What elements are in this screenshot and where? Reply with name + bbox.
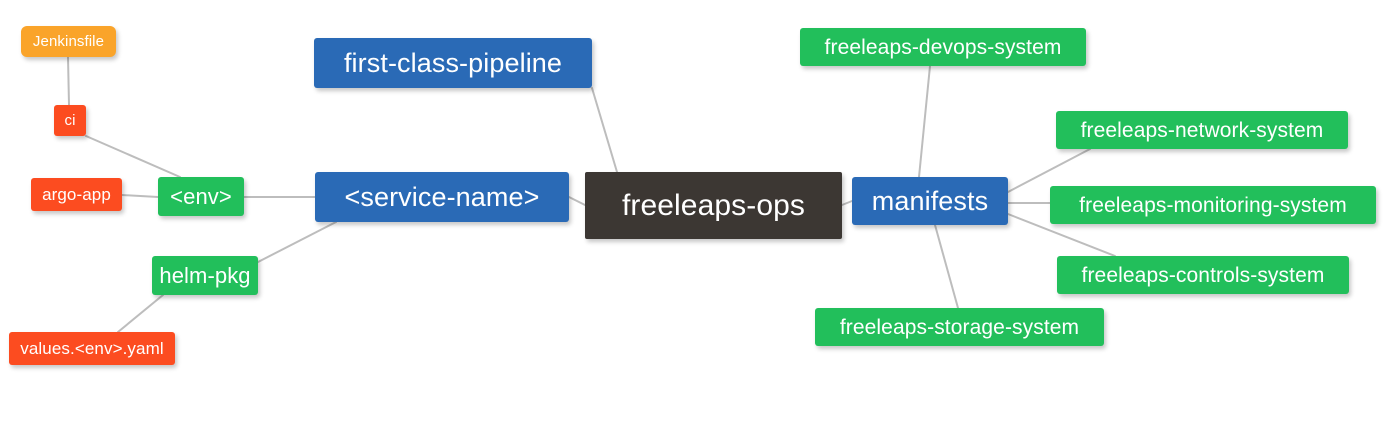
edge-ci-to-jenkinsfile (67, 56, 70, 106)
edge-freeleaps-ops-to-manifests (841, 200, 853, 206)
edge-service-name-to-helm-pkg (257, 221, 337, 263)
edge-env-to-argo-app (121, 194, 159, 198)
node-jenkinsfile[interactable]: Jenkinsfile (21, 26, 116, 57)
node-helm-pkg[interactable]: helm-pkg (152, 256, 258, 295)
edge-manifests-to-freeleaps-storage-system (934, 224, 959, 309)
node-first-class-pipeline[interactable]: first-class-pipeline (314, 38, 592, 88)
node-manifests[interactable]: manifests (852, 177, 1008, 225)
edge-manifests-to-freeleaps-devops-system (918, 65, 931, 178)
edge-freeleaps-ops-to-first-class-pipeline (591, 87, 618, 173)
node-argo-app[interactable]: argo-app (31, 178, 122, 211)
node-freeleaps-network-system[interactable]: freeleaps-network-system (1056, 111, 1348, 149)
node-values-env-yaml[interactable]: values.<env>.yaml (9, 332, 175, 365)
node-freeleaps-storage-system[interactable]: freeleaps-storage-system (815, 308, 1104, 346)
node-freeleaps-monitoring-system[interactable]: freeleaps-monitoring-system (1050, 186, 1376, 224)
node-service-name[interactable]: <service-name> (315, 172, 569, 222)
edge-freeleaps-ops-to-service-name (568, 196, 586, 206)
edge-env-to-ci (85, 135, 181, 178)
node-env[interactable]: <env> (158, 177, 244, 216)
edge-helm-pkg-to-values-env-yaml (117, 294, 164, 333)
node-freeleaps-devops-system[interactable]: freeleaps-devops-system (800, 28, 1086, 66)
node-ci[interactable]: ci (54, 105, 86, 136)
node-freeleaps-controls-system[interactable]: freeleaps-controls-system (1057, 256, 1349, 294)
node-freeleaps-ops[interactable]: freeleaps-ops (585, 172, 842, 239)
